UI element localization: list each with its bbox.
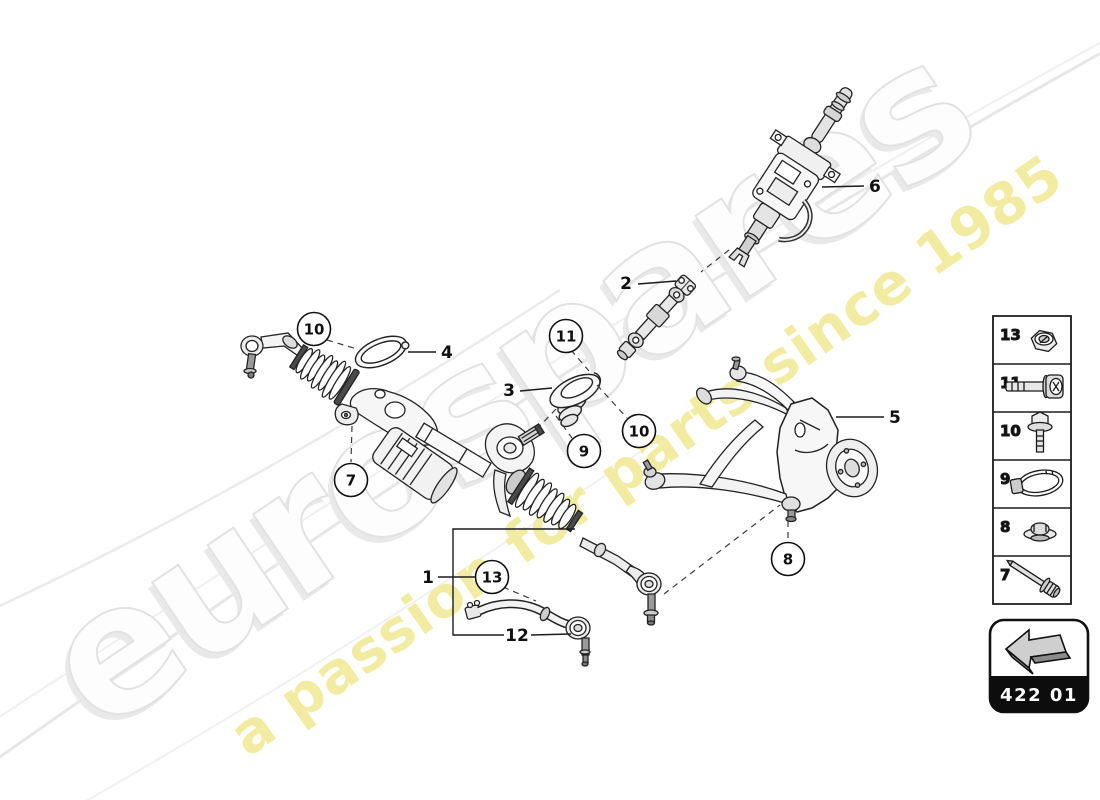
left-boot (285, 338, 360, 406)
callout-circle-13[interactable]: 13 (476, 561, 509, 594)
callout-circle-10-right[interactable]: 10 (623, 415, 656, 448)
electric-motor (370, 425, 461, 506)
callout-circle-11[interactable]: 11 (550, 320, 583, 353)
hex-flange-bolt-icon (1028, 412, 1052, 452)
gasket (351, 329, 412, 374)
part1-bracket (453, 529, 575, 635)
svg-text:13: 13 (482, 569, 503, 587)
lower-ball-joint (782, 497, 800, 522)
plain-labels: 4 6 2 3 5 1 12 (422, 177, 901, 646)
part-group-code: 422 01 (1000, 685, 1078, 706)
label-5[interactable]: 5 (889, 408, 901, 428)
left-tie-rod-end (241, 333, 314, 378)
svg-text:8: 8 (783, 551, 793, 569)
wheel-knuckle-assembly (643, 357, 885, 522)
label-6[interactable]: 6 (869, 177, 881, 197)
svg-text:10: 10 (629, 423, 650, 441)
fasteners-legend-panel: 13 11 (993, 316, 1071, 604)
circled-callouts: 10 7 11 9 10 13 8 (298, 313, 805, 594)
upper-wishbone (694, 357, 794, 416)
label-1[interactable]: 1 (422, 568, 434, 588)
label-12[interactable]: 12 (505, 626, 529, 646)
callout-circle-7[interactable]: 7 (335, 464, 368, 497)
right-boot (508, 468, 588, 539)
socket-head-bolt-icon (1006, 375, 1063, 398)
callout-circle-9[interactable]: 9 (568, 435, 601, 468)
svg-text:9: 9 (1000, 470, 1010, 488)
svg-text:8: 8 (1000, 518, 1010, 536)
spare-tie-rod-end (465, 601, 590, 667)
legend-item-9[interactable]: 9 (993, 460, 1071, 508)
intermediate-shaft (614, 274, 697, 363)
svg-text:7: 7 (346, 472, 356, 490)
svg-text:10: 10 (304, 321, 325, 339)
diagram-group-arrow-icon (1006, 630, 1070, 674)
pinion-housing (485, 424, 544, 516)
rack-tube (416, 423, 491, 477)
knuckle-upright (777, 398, 844, 512)
right-tie-rod-end (580, 538, 661, 625)
dashed-assembly-lines (327, 250, 788, 601)
hex-bolt-long-icon (1003, 554, 1063, 601)
svg-text:13: 13 (1000, 326, 1021, 344)
leader-lines (408, 186, 884, 635)
legend-item-13[interactable]: 13 (993, 316, 1071, 364)
svg-text:11: 11 (556, 328, 577, 346)
push-on-flange-nut-icon (1024, 523, 1056, 541)
pinion-input-shaft (518, 424, 544, 445)
label-3[interactable]: 3 (503, 381, 515, 401)
steering-column (704, 68, 883, 284)
svg-text:9: 9 (579, 443, 589, 461)
callout-circle-10-left[interactable]: 10 (298, 313, 331, 346)
callout-circle-8[interactable]: 8 (772, 543, 805, 576)
hose-clamp-icon (1009, 467, 1065, 501)
part-group-box[interactable]: 422 01 (990, 620, 1088, 712)
bulkhead-grommet (545, 367, 613, 429)
svg-text:7: 7 (1000, 566, 1010, 584)
svg-text:10: 10 (1000, 422, 1021, 440)
legend-item-11[interactable]: 11 (993, 364, 1071, 412)
legend-item-7[interactable]: 7 (993, 554, 1071, 604)
wheel-hub (819, 433, 884, 504)
label-4[interactable]: 4 (441, 343, 453, 363)
hex-nut-icon (1029, 329, 1058, 353)
legend-item-10[interactable]: 10 (993, 412, 1071, 460)
label-2[interactable]: 2 (620, 274, 632, 294)
steering-rack-assembly (241, 333, 661, 625)
legend-item-8[interactable]: 8 (993, 508, 1071, 556)
